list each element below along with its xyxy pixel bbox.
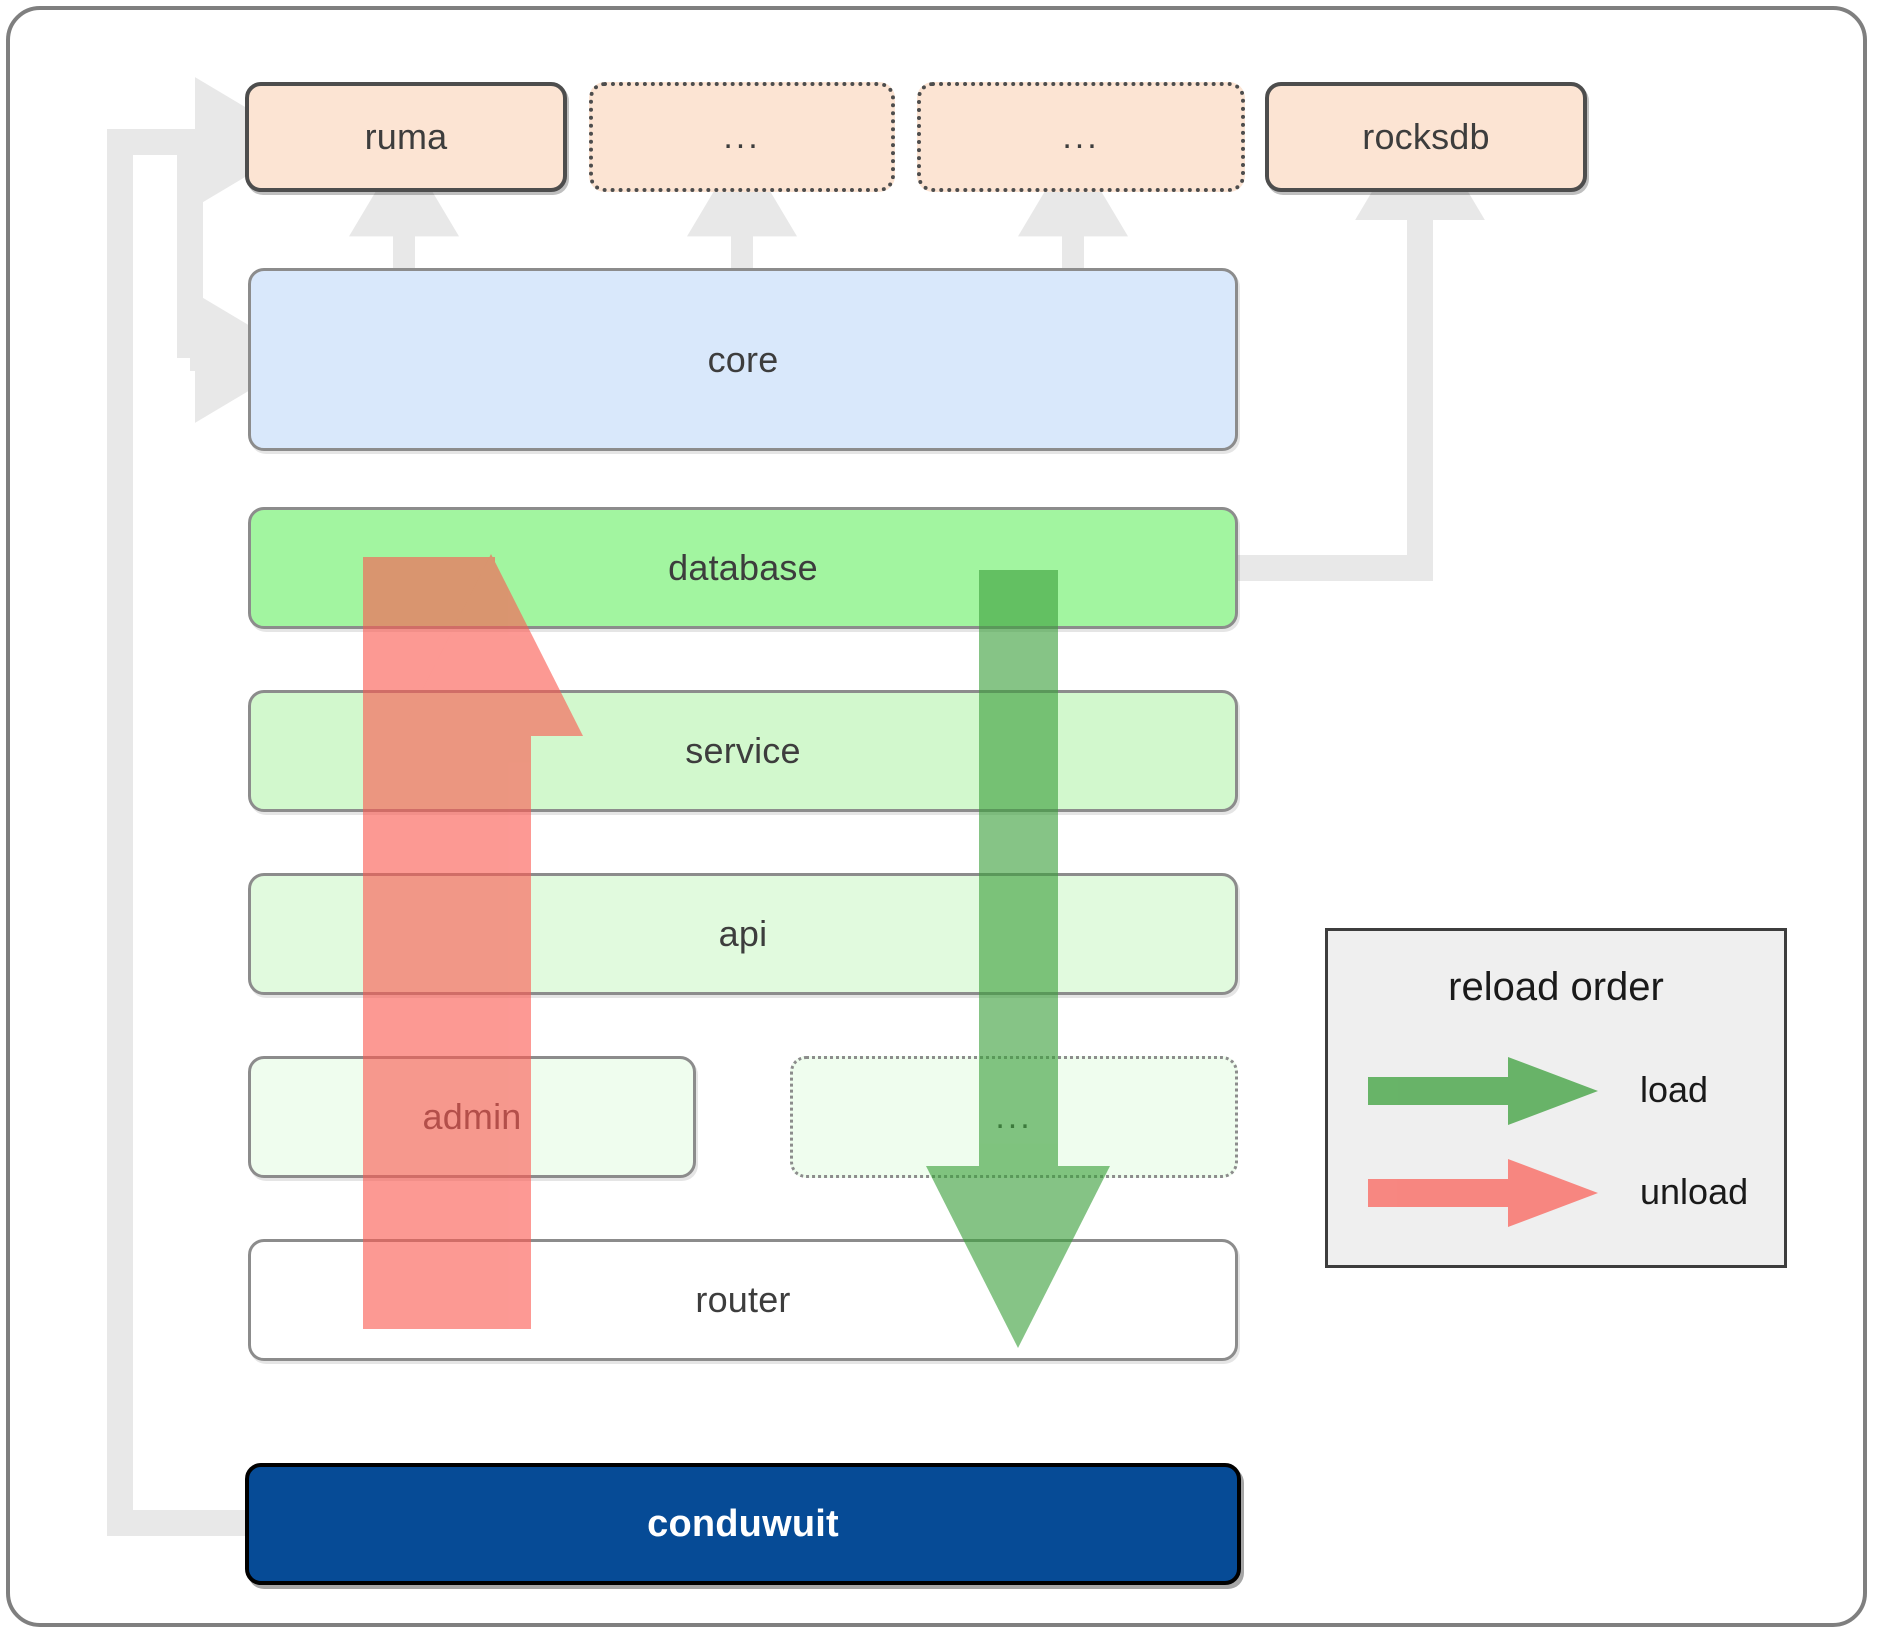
legend-row-load: load — [1328, 1055, 1784, 1125]
layer-node-core[interactable]: core — [248, 268, 1238, 451]
layer-label-core: core — [707, 338, 779, 380]
layer-label-service: service — [685, 730, 801, 771]
layer-label-dots: ... — [995, 1097, 1033, 1136]
root-label-conduwuit: conduwuit — [647, 1502, 839, 1545]
legend-load-arrow-icon — [1368, 1057, 1598, 1125]
dependency-label-dots-1: ... — [723, 117, 761, 156]
dependency-label-ruma: ruma — [364, 116, 448, 157]
layer-label-admin: admin — [422, 1096, 522, 1137]
layer-node-service[interactable]: service — [248, 690, 1238, 812]
layer-label-api: api — [718, 913, 768, 954]
layer-node-api[interactable]: api — [248, 873, 1238, 995]
layer-label-database: database — [668, 547, 818, 588]
dependency-node-rocksdb[interactable]: rocksdb — [1265, 82, 1587, 192]
dependency-label-rocksdb: rocksdb — [1362, 116, 1490, 157]
legend-panel: reload order load unload — [1325, 928, 1787, 1268]
dependency-label-dots-2: ... — [1062, 117, 1100, 156]
dependency-node-dots-1[interactable]: ... — [589, 82, 895, 192]
dependency-node-dots-2[interactable]: ... — [917, 82, 1245, 192]
layer-node-admin[interactable]: admin — [248, 1056, 696, 1178]
layer-node-database[interactable]: database — [248, 507, 1238, 629]
legend-label-unload: unload — [1640, 1171, 1749, 1212]
legend-row-unload: unload — [1328, 1157, 1784, 1227]
layer-node-dots[interactable]: ... — [790, 1056, 1238, 1178]
legend-title: reload order — [1448, 965, 1664, 1009]
legend-unload-arrow-icon — [1368, 1159, 1598, 1227]
layer-label-router: router — [695, 1279, 791, 1320]
diagram-frame — [6, 6, 1867, 1627]
dependency-node-ruma[interactable]: ruma — [245, 82, 567, 192]
root-node-conduwuit[interactable]: conduwuit — [245, 1463, 1241, 1585]
layer-node-router[interactable]: router — [248, 1239, 1238, 1361]
legend-label-load: load — [1640, 1069, 1709, 1110]
